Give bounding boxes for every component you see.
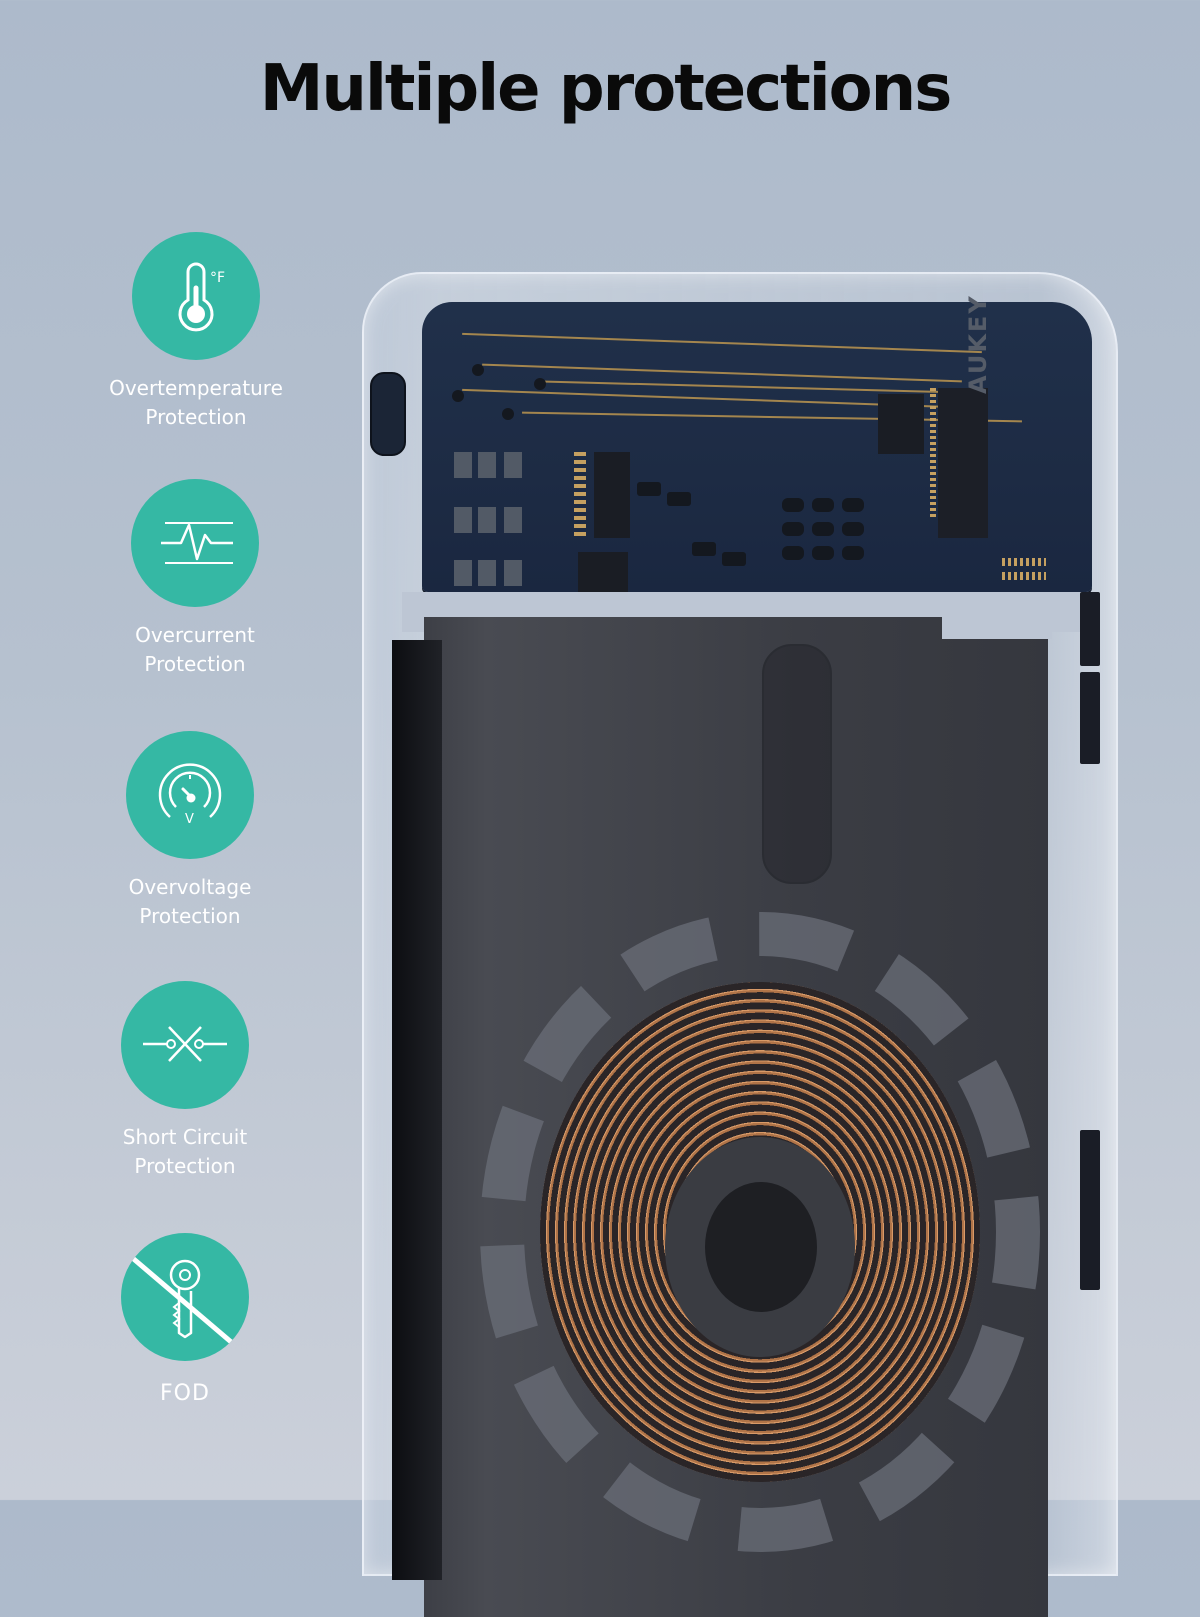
feature-label: FOD bbox=[160, 1381, 210, 1406]
feature-label: Overtemperature Protection bbox=[109, 376, 283, 429]
feature-overcurrent: Overcurrent Protection bbox=[85, 479, 305, 679]
feature-fod: FOD bbox=[75, 1233, 295, 1408]
side-button bbox=[1080, 672, 1100, 764]
brand-logo: AUKEY bbox=[964, 294, 992, 394]
power-bank-illustration: AUKEY bbox=[362, 272, 1118, 1617]
thermometer-icon: °F bbox=[178, 262, 225, 332]
broken-circuit-icon bbox=[143, 1026, 227, 1062]
feature-short-circuit: Short Circuit Protection bbox=[75, 981, 295, 1181]
side-rail bbox=[392, 640, 442, 1580]
svg-text:°F: °F bbox=[210, 270, 225, 286]
side-port bbox=[370, 372, 406, 456]
feature-icon-badge bbox=[121, 1233, 249, 1361]
feature-overtemperature: °F Overtemperature Protection bbox=[86, 232, 306, 432]
page-title: Multiple protections bbox=[259, 52, 953, 126]
wireless-charging-coil bbox=[480, 912, 1050, 1572]
magnet-slot bbox=[762, 644, 832, 884]
pulse-wave-icon bbox=[161, 522, 233, 564]
feature-label: Overvoltage Protection bbox=[128, 875, 252, 928]
voltage-gauge-icon: V bbox=[158, 763, 222, 827]
feature-icon-badge: V bbox=[126, 731, 254, 859]
svg-text:V: V bbox=[185, 812, 194, 827]
feature-overvoltage: V Overvoltage Protection bbox=[80, 731, 300, 931]
circuit-board bbox=[422, 302, 1092, 606]
side-button bbox=[1080, 592, 1100, 666]
feature-icon-badge bbox=[131, 479, 259, 607]
side-button bbox=[1080, 1130, 1100, 1290]
feature-icon-badge: °F bbox=[132, 232, 260, 360]
feature-icon-badge bbox=[121, 981, 249, 1109]
feature-label: Short Circuit Protection bbox=[122, 1125, 248, 1178]
key-prohibited-icon bbox=[127, 1253, 239, 1349]
feature-label: Overcurrent Protection bbox=[135, 623, 255, 676]
